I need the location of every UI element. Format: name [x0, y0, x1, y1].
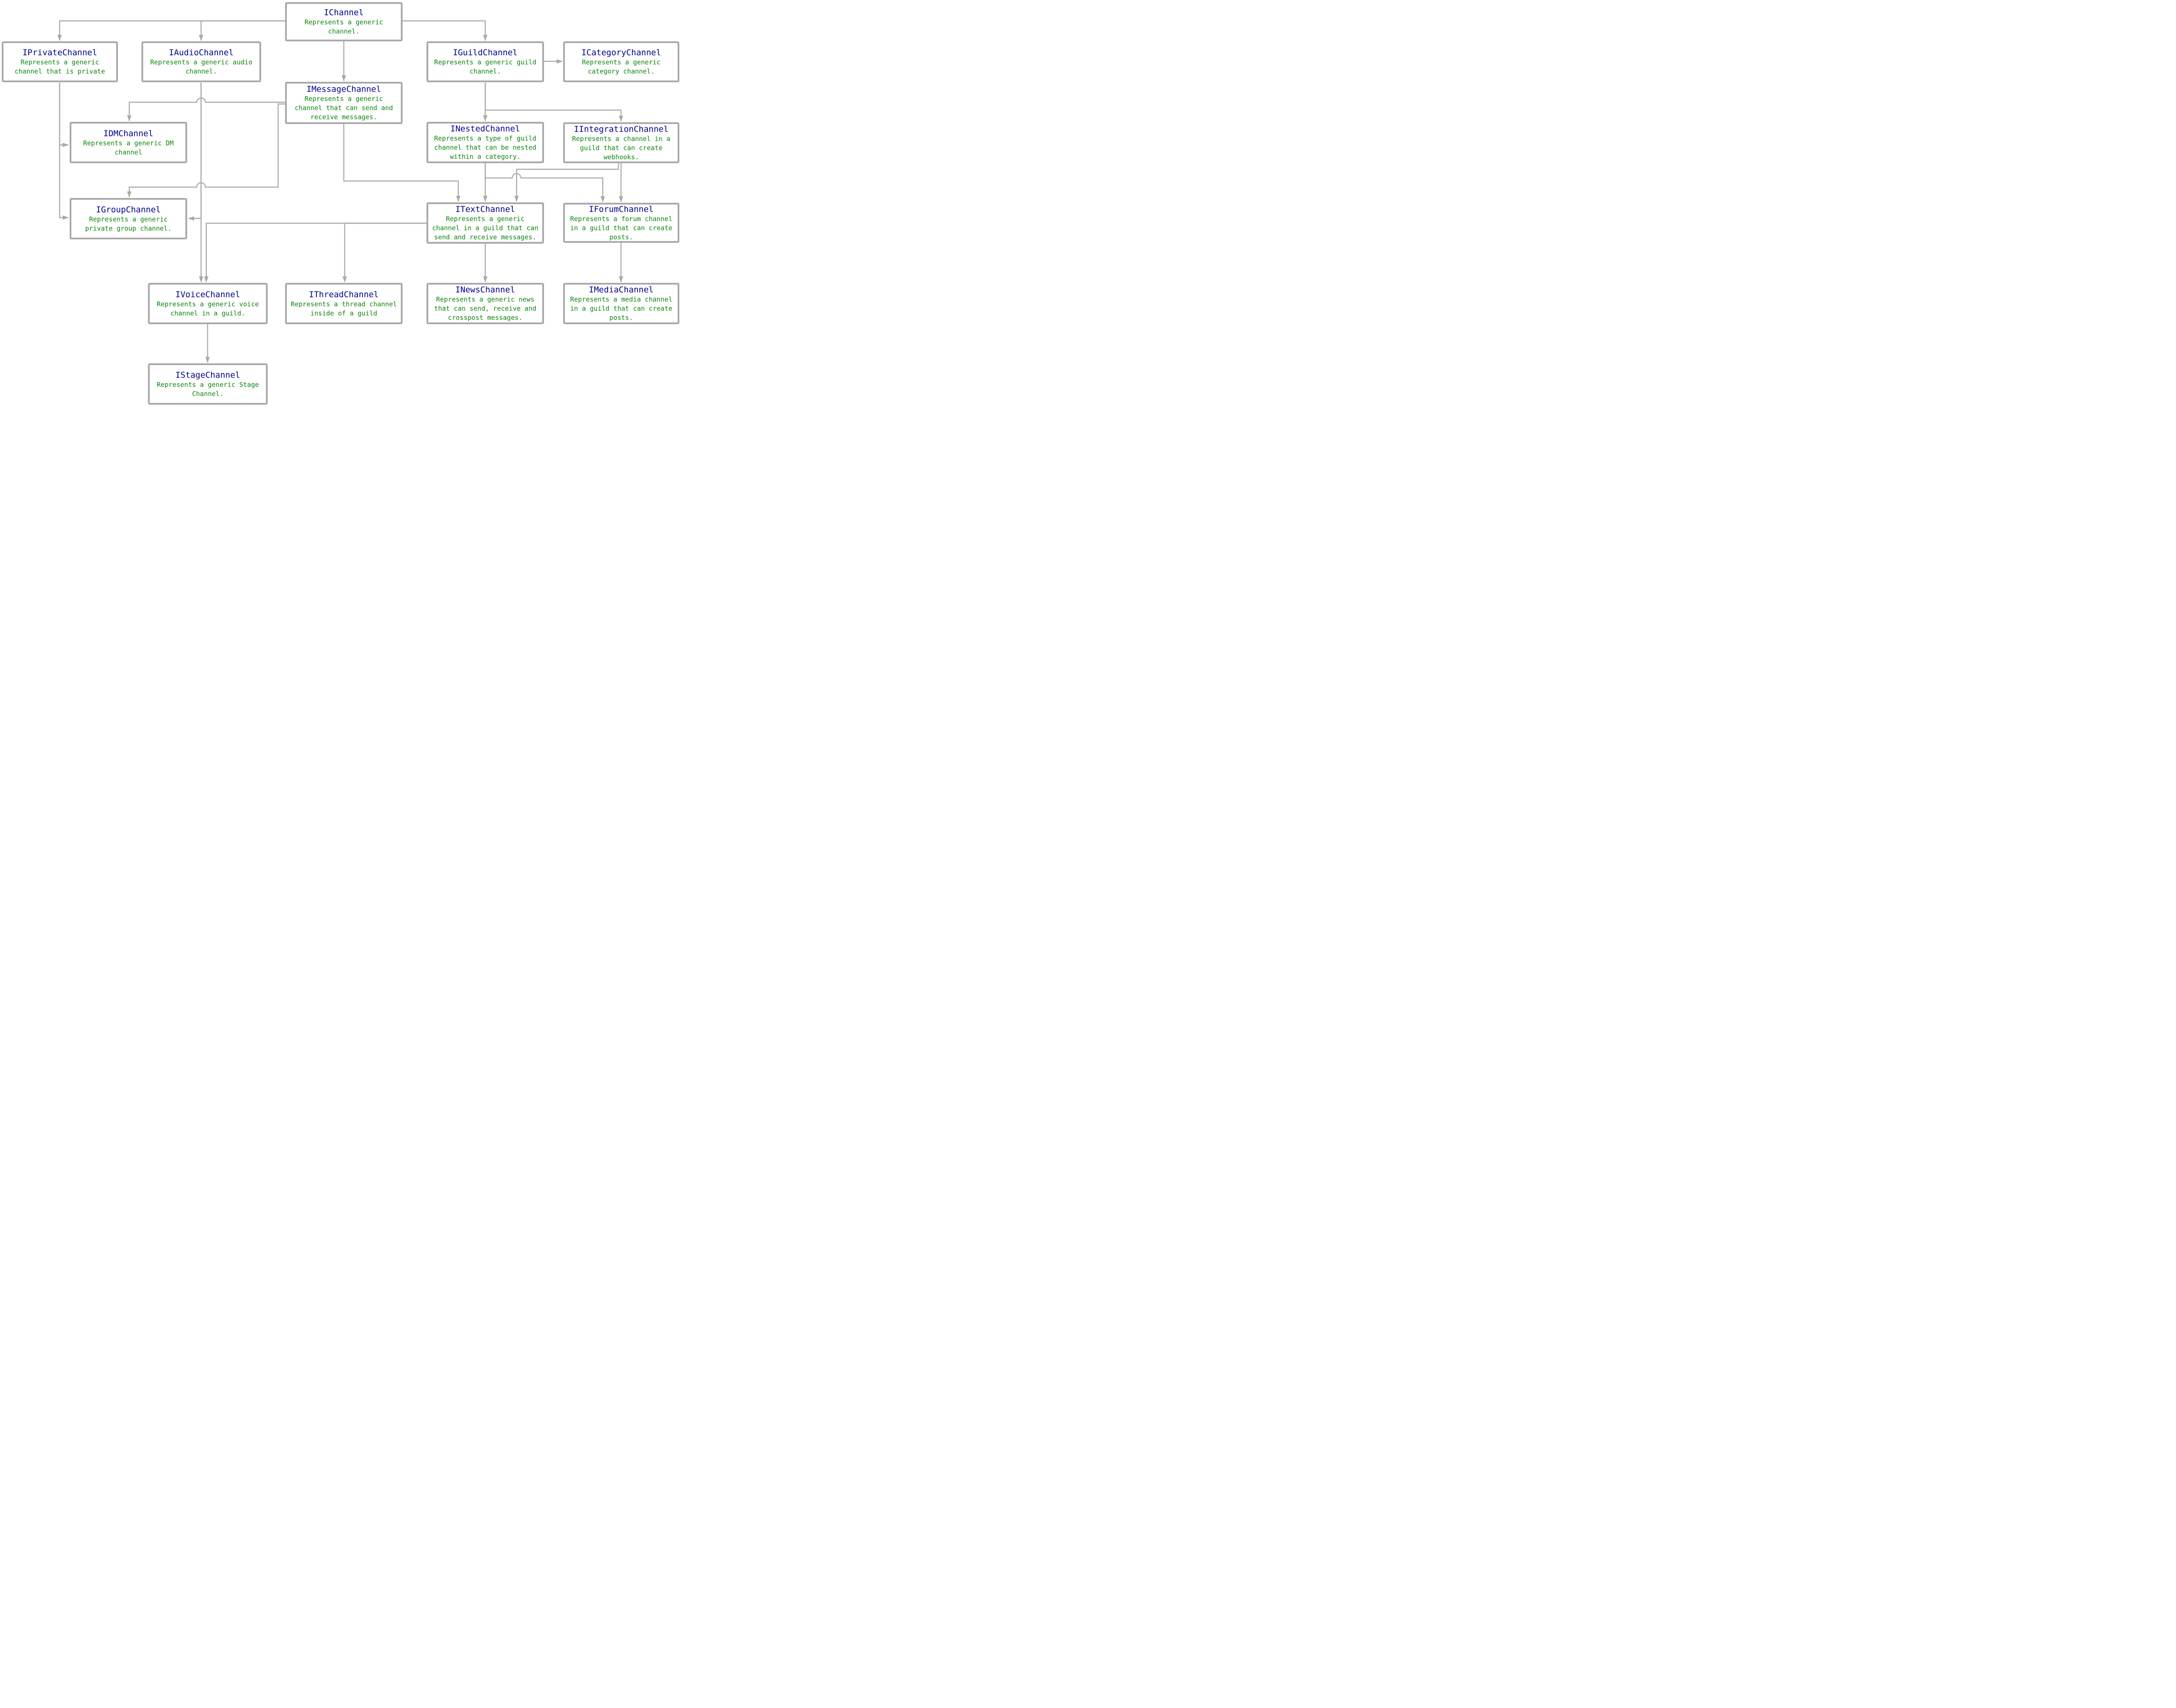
node-description: Represents a generic channel that is pri… [14, 58, 105, 75]
node-title: ITextChannel [455, 205, 515, 214]
node-description: Represents a media channel in a guild th… [570, 295, 672, 322]
node-description: Represents a generic channel. [304, 18, 383, 35]
node-description: Represents a generic Stage Channel. [157, 380, 259, 398]
node-description: Represents a generic channel in a guild … [432, 215, 538, 241]
edge-IMessageChannel-ITextChannel [343, 124, 460, 202]
edge-IChannel-IPrivateChannel [57, 20, 285, 41]
node-description: Represents a type of guild channel that … [434, 134, 537, 161]
edge-IMessageChannel-IGroupChannel [127, 103, 285, 198]
node-title: IMessageChannel [306, 84, 381, 94]
edge-IAudioChannel-IGroupChannel [188, 83, 202, 221]
edge-IIntegrationChannel-ITextChannel [514, 163, 619, 202]
edge-ITextChannel-IThreadChannel [343, 222, 426, 282]
node-description: Represents a generic guild channel. [434, 58, 537, 75]
edge-IPrivateChannel-IGroupChannel [59, 83, 69, 220]
edge-IPrivateChannel-IDMChannel [59, 83, 69, 147]
node-description: Represents a generic voice channel in a … [157, 300, 259, 317]
node-title: INewsChannel [455, 285, 515, 295]
node-description: Represents a forum channel in a guild th… [570, 215, 672, 241]
edge-IChannel-IAudioChannel [199, 20, 285, 41]
node-description: Represents a generic channel that can se… [295, 95, 393, 121]
edge-IChannel-IGuildChannel [403, 20, 487, 41]
node-description: Represents a channel in a guild that can… [572, 134, 671, 161]
node-title: IDMChannel [103, 128, 154, 138]
node-title: IIntegrationChannel [574, 124, 669, 134]
node-title: INestedChannel [450, 124, 520, 134]
edge-IGuildChannel-IIntegrationChannel [484, 83, 623, 122]
node-title: IPrivateChannel [22, 48, 97, 57]
node-description: Represents a generic audio channel. [150, 58, 252, 75]
edge-IMessageChannel-IDMChannel [127, 97, 285, 121]
node-title: IStageChannel [175, 370, 240, 380]
node-description: Represents a generic news that can send,… [434, 295, 537, 322]
edge-layer [57, 20, 623, 363]
node-title: IGroupChannel [96, 205, 161, 215]
node-title: ICategoryChannel [581, 48, 662, 57]
node-description: Represents a generic category channel. [582, 58, 661, 75]
node-title: IAudioChannel [169, 48, 234, 57]
node-title: IThreadChannel [309, 289, 379, 299]
node-title: IVoiceChannel [175, 289, 240, 299]
node-description: Represents a thread channel inside of a … [291, 300, 397, 317]
edge-ITextChannel-IVoiceChannel [204, 222, 426, 282]
node-description: Represents a generic DM channel [83, 139, 174, 156]
node-title: IMediaChannel [589, 285, 654, 295]
node-title: IChannel [324, 8, 364, 17]
node-title: IForumChannel [589, 204, 654, 214]
node-description: Represents a generic private group chann… [85, 215, 172, 232]
node-title: IGuildChannel [453, 48, 518, 57]
